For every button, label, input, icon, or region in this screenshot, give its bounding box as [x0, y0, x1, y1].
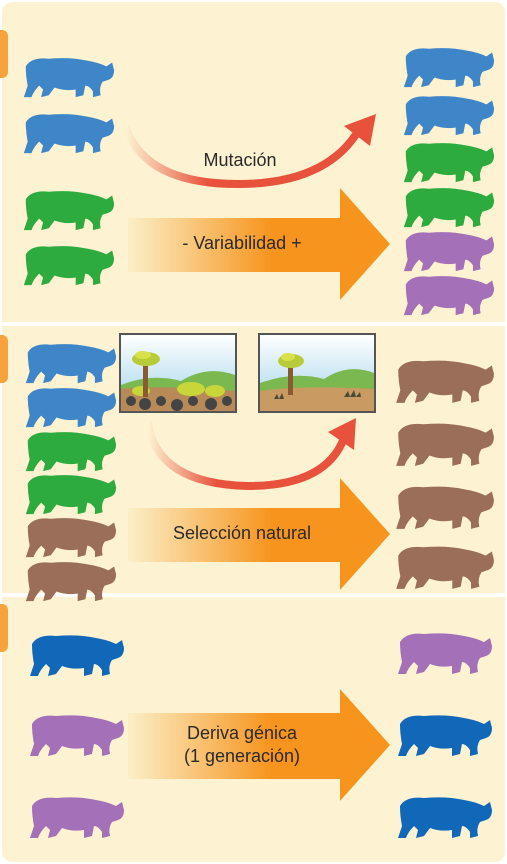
- tiger-silhouette: [25, 518, 117, 558]
- tiger-silhouette: [23, 114, 115, 154]
- tiger-left-seleccion-5: [22, 512, 118, 560]
- tiger-left-seleccion-6: [22, 556, 118, 604]
- section-divider: [0, 322, 507, 326]
- tiger-silhouette: [25, 562, 117, 602]
- tiger-silhouette: [25, 475, 117, 515]
- tiger-silhouette: [403, 143, 495, 183]
- tiger-right-mutacion-5: [400, 226, 496, 274]
- tiger-left-seleccion-1: [22, 338, 118, 386]
- tiger-right-mutacion-1: [400, 42, 496, 90]
- tiger-silhouette: [25, 432, 117, 472]
- tiger-right-seleccion-1: [392, 352, 496, 408]
- natural-selection-label: Selección natural: [172, 523, 312, 544]
- tiger-right-mutacion-6: [400, 270, 496, 318]
- tiger-silhouette: [403, 96, 495, 136]
- tiger-left-mutacion-2: [20, 108, 116, 156]
- tiger-silhouette: [403, 276, 495, 316]
- tiger-right-mutacion-4: [400, 182, 496, 230]
- selection-curved-arrow: [118, 410, 358, 510]
- tiger-left-seleccion-2: [22, 382, 118, 430]
- tiger-left-mutacion-4: [20, 240, 116, 288]
- natural-selection-arrow: Selección natural: [128, 478, 390, 590]
- tiger-silhouette: [396, 486, 494, 529]
- tiger-silhouette: [23, 246, 115, 286]
- section-tab: [0, 30, 8, 78]
- tiger-silhouette: [403, 232, 495, 272]
- mutation-label: Mutación: [203, 150, 277, 170]
- tiger-silhouette: [30, 715, 124, 756]
- tiger-silhouette: [25, 388, 117, 428]
- tiger-right-deriva-1: [394, 626, 494, 678]
- tiger-silhouette: [396, 423, 494, 466]
- tiger-silhouette: [30, 797, 124, 838]
- tiger-right-mutacion-3: [400, 137, 496, 185]
- tiger-left-seleccion-4: [22, 469, 118, 517]
- tiger-right-deriva-3: [394, 790, 494, 842]
- tiger-left-mutacion-3: [20, 185, 116, 233]
- tiger-left-seleccion-3: [22, 426, 118, 474]
- tiger-silhouette: [398, 797, 492, 838]
- dense-vegetation-scene: [119, 333, 237, 413]
- mutation-curved-arrow: [118, 106, 376, 206]
- variability-arrow: - Variabilidad +: [128, 188, 390, 300]
- tiger-silhouette: [398, 715, 492, 756]
- tiger-silhouette: [403, 48, 495, 88]
- tiger-left-deriva-1: [26, 628, 126, 680]
- variability-label: - Variabilidad +: [182, 233, 302, 254]
- tiger-left-deriva-3: [26, 790, 126, 842]
- tiger-silhouette: [23, 191, 115, 231]
- tiger-right-deriva-2: [394, 708, 494, 760]
- tiger-silhouette: [403, 188, 495, 228]
- section-tab: [0, 604, 8, 652]
- genetic-drift-label: Deriva génica (1 generación): [183, 722, 301, 766]
- tiger-silhouette: [396, 360, 494, 403]
- section-tab: [0, 335, 8, 383]
- tiger-right-seleccion-4: [392, 538, 496, 594]
- genetic-drift-arrow: Deriva génica (1 generación): [128, 689, 390, 801]
- tiger-silhouette: [398, 633, 492, 674]
- tiger-silhouette: [30, 635, 124, 676]
- tiger-right-seleccion-2: [392, 415, 496, 471]
- section-divider: [0, 593, 507, 597]
- tiger-silhouette: [396, 546, 494, 589]
- tiger-silhouette: [23, 58, 115, 98]
- tiger-left-mutacion-1: [20, 52, 116, 100]
- tiger-silhouette: [25, 344, 117, 384]
- tiger-right-seleccion-3: [392, 478, 496, 534]
- tiger-left-deriva-2: [26, 708, 126, 760]
- lone-tree-scene: [258, 333, 376, 413]
- tiger-right-mutacion-2: [400, 90, 496, 138]
